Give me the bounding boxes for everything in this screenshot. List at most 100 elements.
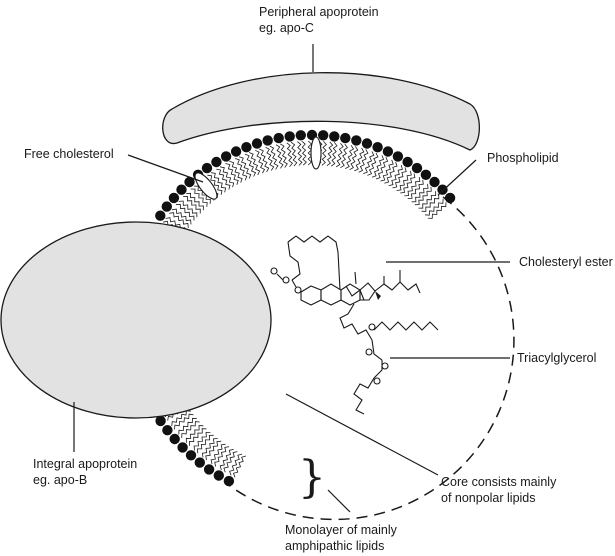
- phospholipid-tail: [326, 141, 334, 167]
- label-integral-line1: Integral apoprotein: [33, 457, 138, 471]
- phospholipid-head: [203, 464, 215, 475]
- leader-lines: [73, 44, 510, 513]
- leader-free-cholesterol: [127, 154, 204, 183]
- phospholipid-tail: [234, 158, 248, 181]
- phospholipid-head: [211, 156, 222, 168]
- peripheral-apoprotein: [162, 72, 481, 151]
- phospholipid-head: [402, 156, 413, 168]
- phospholipid-head: [161, 201, 172, 212]
- phospholipid-head: [223, 475, 235, 487]
- phospholipid-head: [168, 192, 180, 204]
- phospholipid-tail: [185, 425, 204, 443]
- cholesteryl-ester-wedge: [375, 291, 381, 300]
- phospholipid-tail: [301, 140, 307, 166]
- phospholipid-head: [155, 210, 166, 221]
- phospholipid-head: [262, 135, 273, 146]
- phospholipid-head: [184, 176, 195, 188]
- phospholipid-tail: [280, 143, 288, 168]
- phospholipid-head: [392, 151, 404, 162]
- phospholipid-head: [444, 192, 456, 204]
- label-peripheral-apoprotein: Peripheral apoprotein eg. apo-C: [259, 4, 379, 36]
- phospholipid-tail: [255, 149, 266, 174]
- phospholipid-tail: [196, 434, 214, 454]
- phospholipid-tail: [183, 196, 201, 214]
- label-monolayer: Monolayer of mainly amphipathic lipids: [285, 522, 397, 554]
- label-integral-apoprotein: Integral apoprotein eg. apo-B: [33, 456, 137, 488]
- phospholipid-tail: [424, 198, 444, 216]
- phospholipid-head: [213, 470, 224, 481]
- phospholipid-head: [201, 162, 213, 174]
- phospholipid-tail: [171, 208, 192, 225]
- phospholipid-tail: [171, 410, 191, 427]
- phospholipid-tail: [392, 167, 407, 189]
- phospholipid-head: [273, 132, 284, 144]
- phospholipid-tail: [330, 142, 338, 167]
- phospholipid-tail: [210, 443, 226, 465]
- phospholipid-tail: [297, 141, 303, 166]
- phospholipid-tail: [384, 161, 398, 184]
- phospholipid-tail: [358, 149, 369, 173]
- phospholipid-tail: [265, 146, 275, 171]
- phospholipid-tail: [214, 446, 230, 467]
- phospholipid-tail: [219, 449, 234, 471]
- phospholipid-head: [382, 146, 394, 157]
- phospholipid-tail: [207, 174, 223, 195]
- phospholipid-head: [194, 457, 205, 468]
- label-peripheral-line2: eg. apo-C: [259, 21, 314, 35]
- phospholipid-tail: [229, 161, 243, 183]
- phospholipid-tail: [400, 173, 416, 194]
- phospholipid-tail: [225, 163, 239, 185]
- phospholipid-tail: [354, 147, 365, 172]
- phospholipid-tail: [216, 168, 231, 190]
- phospholipid-head: [220, 151, 232, 162]
- label-cholesteryl-ester: Cholesteryl ester: [519, 255, 613, 269]
- phospholipid-head: [429, 176, 440, 188]
- phospholipid-head: [230, 146, 242, 157]
- phospholipid-tail: [229, 453, 243, 476]
- triacylglycerol-structure: [339, 285, 439, 415]
- label-monolayer-line2: amphipathic lipids: [285, 539, 385, 553]
- phospholipid-tail: [178, 417, 197, 435]
- free-cholesterol-molecule-2: [310, 136, 322, 170]
- label-triacylglycerol: Triacylglycerol: [517, 351, 597, 365]
- phospholipid-tail: [219, 166, 235, 188]
- free-cholesterol-molecule: [194, 172, 218, 200]
- phospholipid-head: [251, 138, 263, 149]
- phospholipid-tail: [181, 421, 200, 438]
- label-monolayer-line1: Monolayer of mainly: [285, 523, 397, 537]
- phospholipid-head: [318, 130, 329, 141]
- phospholipid-head: [420, 169, 432, 180]
- label-core: Core consists mainly of nonpolar lipids: [441, 474, 556, 506]
- phospholipid-tail: [367, 152, 379, 176]
- phospholipid-tail: [186, 192, 204, 211]
- phospholipid-head: [340, 132, 351, 144]
- phospholipid-head: [185, 450, 197, 461]
- phospholipid-tail: [275, 144, 284, 169]
- phospholipid-head: [169, 433, 180, 445]
- leader-core: [285, 393, 439, 476]
- label-phospholipid: Phospholipid: [487, 151, 559, 165]
- phospholipid-tail: [223, 451, 238, 473]
- phospholipid-head: [372, 142, 383, 153]
- phospholipid-tail: [169, 212, 189, 228]
- phospholipid-head: [437, 184, 448, 195]
- phospholipid-tail: [193, 185, 211, 204]
- phospholipid-tail: [427, 202, 447, 219]
- phospholipid-head: [295, 130, 306, 141]
- phospholipid-tail: [244, 153, 257, 177]
- phospholipid-tail: [269, 145, 279, 170]
- monolayer-brace: }: [298, 452, 326, 503]
- phospholipid-head: [241, 142, 252, 153]
- phospholipid-head: [155, 415, 166, 427]
- phospholipid-tail: [375, 157, 389, 180]
- label-peripheral-line1: Peripheral apoprotein: [259, 5, 379, 19]
- core-boundary-dashed: [225, 196, 515, 521]
- phospholipid-tail: [188, 428, 207, 446]
- phospholipid-tail: [340, 143, 348, 169]
- phospholipid-tail: [388, 164, 403, 186]
- phospholipid-tail: [307, 140, 312, 166]
- integral-apoprotein: [0, 221, 272, 419]
- phospholipid-tail: [259, 148, 270, 173]
- phospholipid-tail: [363, 151, 375, 175]
